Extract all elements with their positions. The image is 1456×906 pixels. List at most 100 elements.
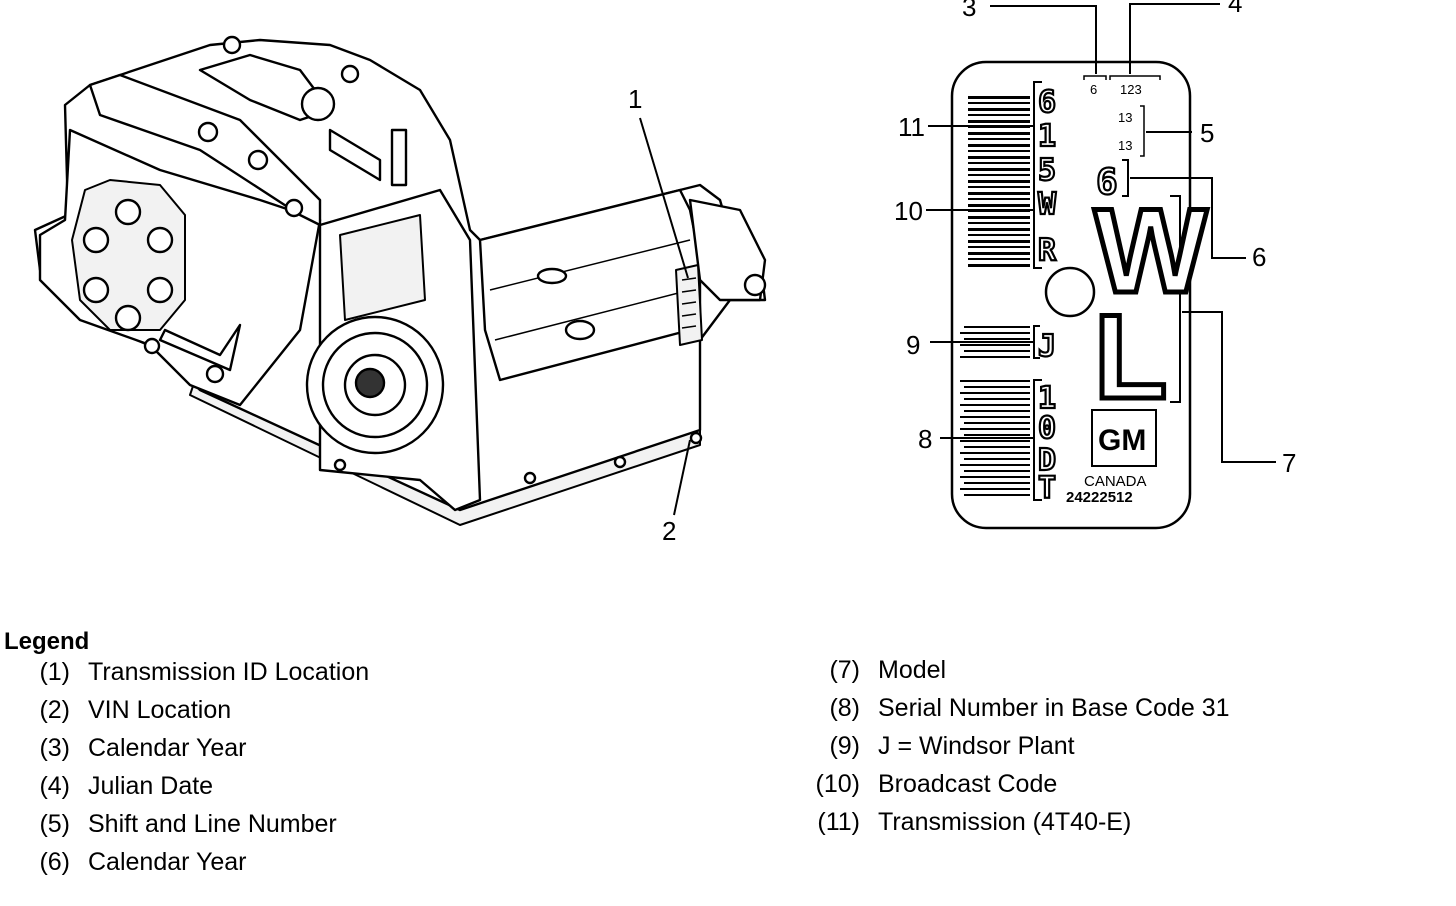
barcode-stripe (968, 198, 1030, 200)
legend-item: (4)Julian Date (39, 772, 214, 800)
broadcast-code: 6 1 5 W R (1037, 84, 1058, 269)
barcode-stripe (968, 132, 1030, 135)
barcode-stripe (968, 252, 1030, 255)
barcode-stripe (964, 398, 1030, 400)
plant-code: J (1038, 329, 1056, 364)
barcode-stripe (960, 356, 1030, 358)
callout-calendar-year-6: 6 (1130, 177, 1266, 272)
legend-item: (7)Model (829, 656, 947, 684)
tag-country: CANADA (1084, 473, 1147, 490)
julian-date: 123 (1120, 82, 1142, 97)
barcode-stripe (964, 326, 1030, 328)
legend-item: (5)Shift and Line Number (39, 810, 337, 838)
legend-item: (2)VIN Location (39, 696, 232, 724)
barcode-stripe (964, 422, 1030, 424)
legend-item: (9)J = Windsor Plant (829, 732, 1075, 760)
barcode-stripe (968, 168, 1030, 171)
barcode-stripe (968, 258, 1030, 260)
callout-julian-date-4: 4 (1129, 0, 1242, 74)
barcode-stripe (968, 156, 1030, 159)
svg-text:6: 6 (1038, 85, 1056, 120)
barcode-stripe (960, 488, 1030, 490)
model-letter-l: L (1094, 290, 1167, 424)
svg-text:6: 6 (1252, 242, 1266, 272)
barcode-stripe (964, 446, 1030, 448)
barcode-stripe (968, 216, 1030, 219)
svg-text:7: 7 (1282, 448, 1296, 478)
barcode-stripe (968, 228, 1030, 231)
svg-text:11: 11 (898, 112, 925, 142)
barcode-stripe (960, 428, 1030, 430)
gm-logo-box (1091, 409, 1157, 467)
gm-logo: GM (1098, 424, 1146, 457)
legend-title: Legend (4, 628, 90, 655)
transmission-illustration (33, 35, 767, 526)
barcode-stripe (960, 440, 1030, 442)
legend-right-column: (7)Model (8)Serial Number in Base Code 3… (804, 656, 1230, 846)
barcode (960, 96, 1030, 496)
barcode-stripe (968, 144, 1030, 147)
barcode-stripe (960, 452, 1030, 454)
legend-item: (11)Transmission (4T40-E) (817, 808, 1132, 836)
barcode-stripe (964, 470, 1030, 472)
svg-text:8: 8 (918, 424, 932, 454)
svg-text:3: 3 (962, 0, 976, 22)
barcode-stripe (968, 162, 1030, 164)
transmission-id-diagram: 1 2 6 1 5 W R J 1 0 D T (33, 0, 1296, 546)
barcode-stripe (968, 234, 1030, 236)
barcode-stripe (968, 180, 1030, 183)
callout-shift-line-5: 5 (1146, 118, 1214, 148)
barcode-stripe (960, 332, 1030, 334)
barcode-stripe (968, 114, 1030, 116)
barcode-stripe (968, 96, 1030, 99)
svg-text:0: 0 (1038, 411, 1056, 446)
barcode-stripe (968, 222, 1030, 224)
callout-transmission-id: 1 (628, 84, 689, 279)
barcode-stripe (960, 392, 1030, 394)
svg-text:10: 10 (894, 196, 923, 226)
barcode-stripe (968, 150, 1030, 152)
callout-calendar-year-3: 3 (962, 0, 1097, 74)
svg-text:1: 1 (1038, 381, 1056, 416)
tag-hole (1044, 266, 1096, 318)
legend-item: (1)Transmission ID Location (39, 658, 370, 686)
legend-left-column: (1)Transmission ID Location (2)VIN Locat… (14, 658, 369, 886)
barcode-stripe (960, 380, 1030, 382)
barcode-stripe (964, 434, 1030, 436)
callout-plant-9: 9 (906, 330, 1034, 360)
callout-model-7: 7 (1182, 311, 1296, 478)
svg-text:1: 1 (1038, 119, 1056, 154)
barcode-stripe (964, 458, 1030, 460)
barcode-stripe (964, 338, 1030, 340)
barcode-stripe (968, 120, 1030, 123)
serial-code: 1 0 D T (1037, 380, 1057, 507)
shift-number: 13 (1118, 110, 1132, 125)
barcode-stripe (960, 344, 1030, 346)
svg-text:4: 4 (1228, 0, 1242, 18)
callout-transmission-11: 11 (898, 112, 1034, 142)
barcode-stripe (968, 246, 1030, 248)
barcode-stripe (964, 482, 1030, 484)
barcode-stripe (968, 240, 1030, 243)
model-letter-w: W (1094, 184, 1208, 318)
barcode-stripe (960, 416, 1030, 418)
legend-item: (6)Calendar Year (39, 848, 247, 876)
svg-text:D: D (1038, 443, 1056, 478)
barcode-stripe (968, 102, 1030, 104)
legend-item: (3)Calendar Year (39, 734, 247, 762)
barcode-stripe (964, 410, 1030, 412)
barcode-stripe (964, 386, 1030, 388)
calendar-year-large: 6 (1096, 162, 1118, 203)
svg-text:W: W (1038, 187, 1057, 222)
legend-item: (10)Broadcast Code (815, 770, 1058, 798)
barcode-stripe (968, 138, 1030, 140)
barcode-stripe (968, 174, 1030, 176)
svg-text:R: R (1038, 233, 1057, 268)
barcode-stripe (964, 494, 1030, 496)
barcode-stripe (964, 350, 1030, 352)
callout-vin-location: 2 (662, 439, 691, 546)
svg-text:5: 5 (1200, 118, 1214, 148)
barcode-stripe (960, 464, 1030, 466)
barcode-stripe (968, 192, 1030, 195)
callout-serial-8: 8 (918, 424, 1034, 454)
